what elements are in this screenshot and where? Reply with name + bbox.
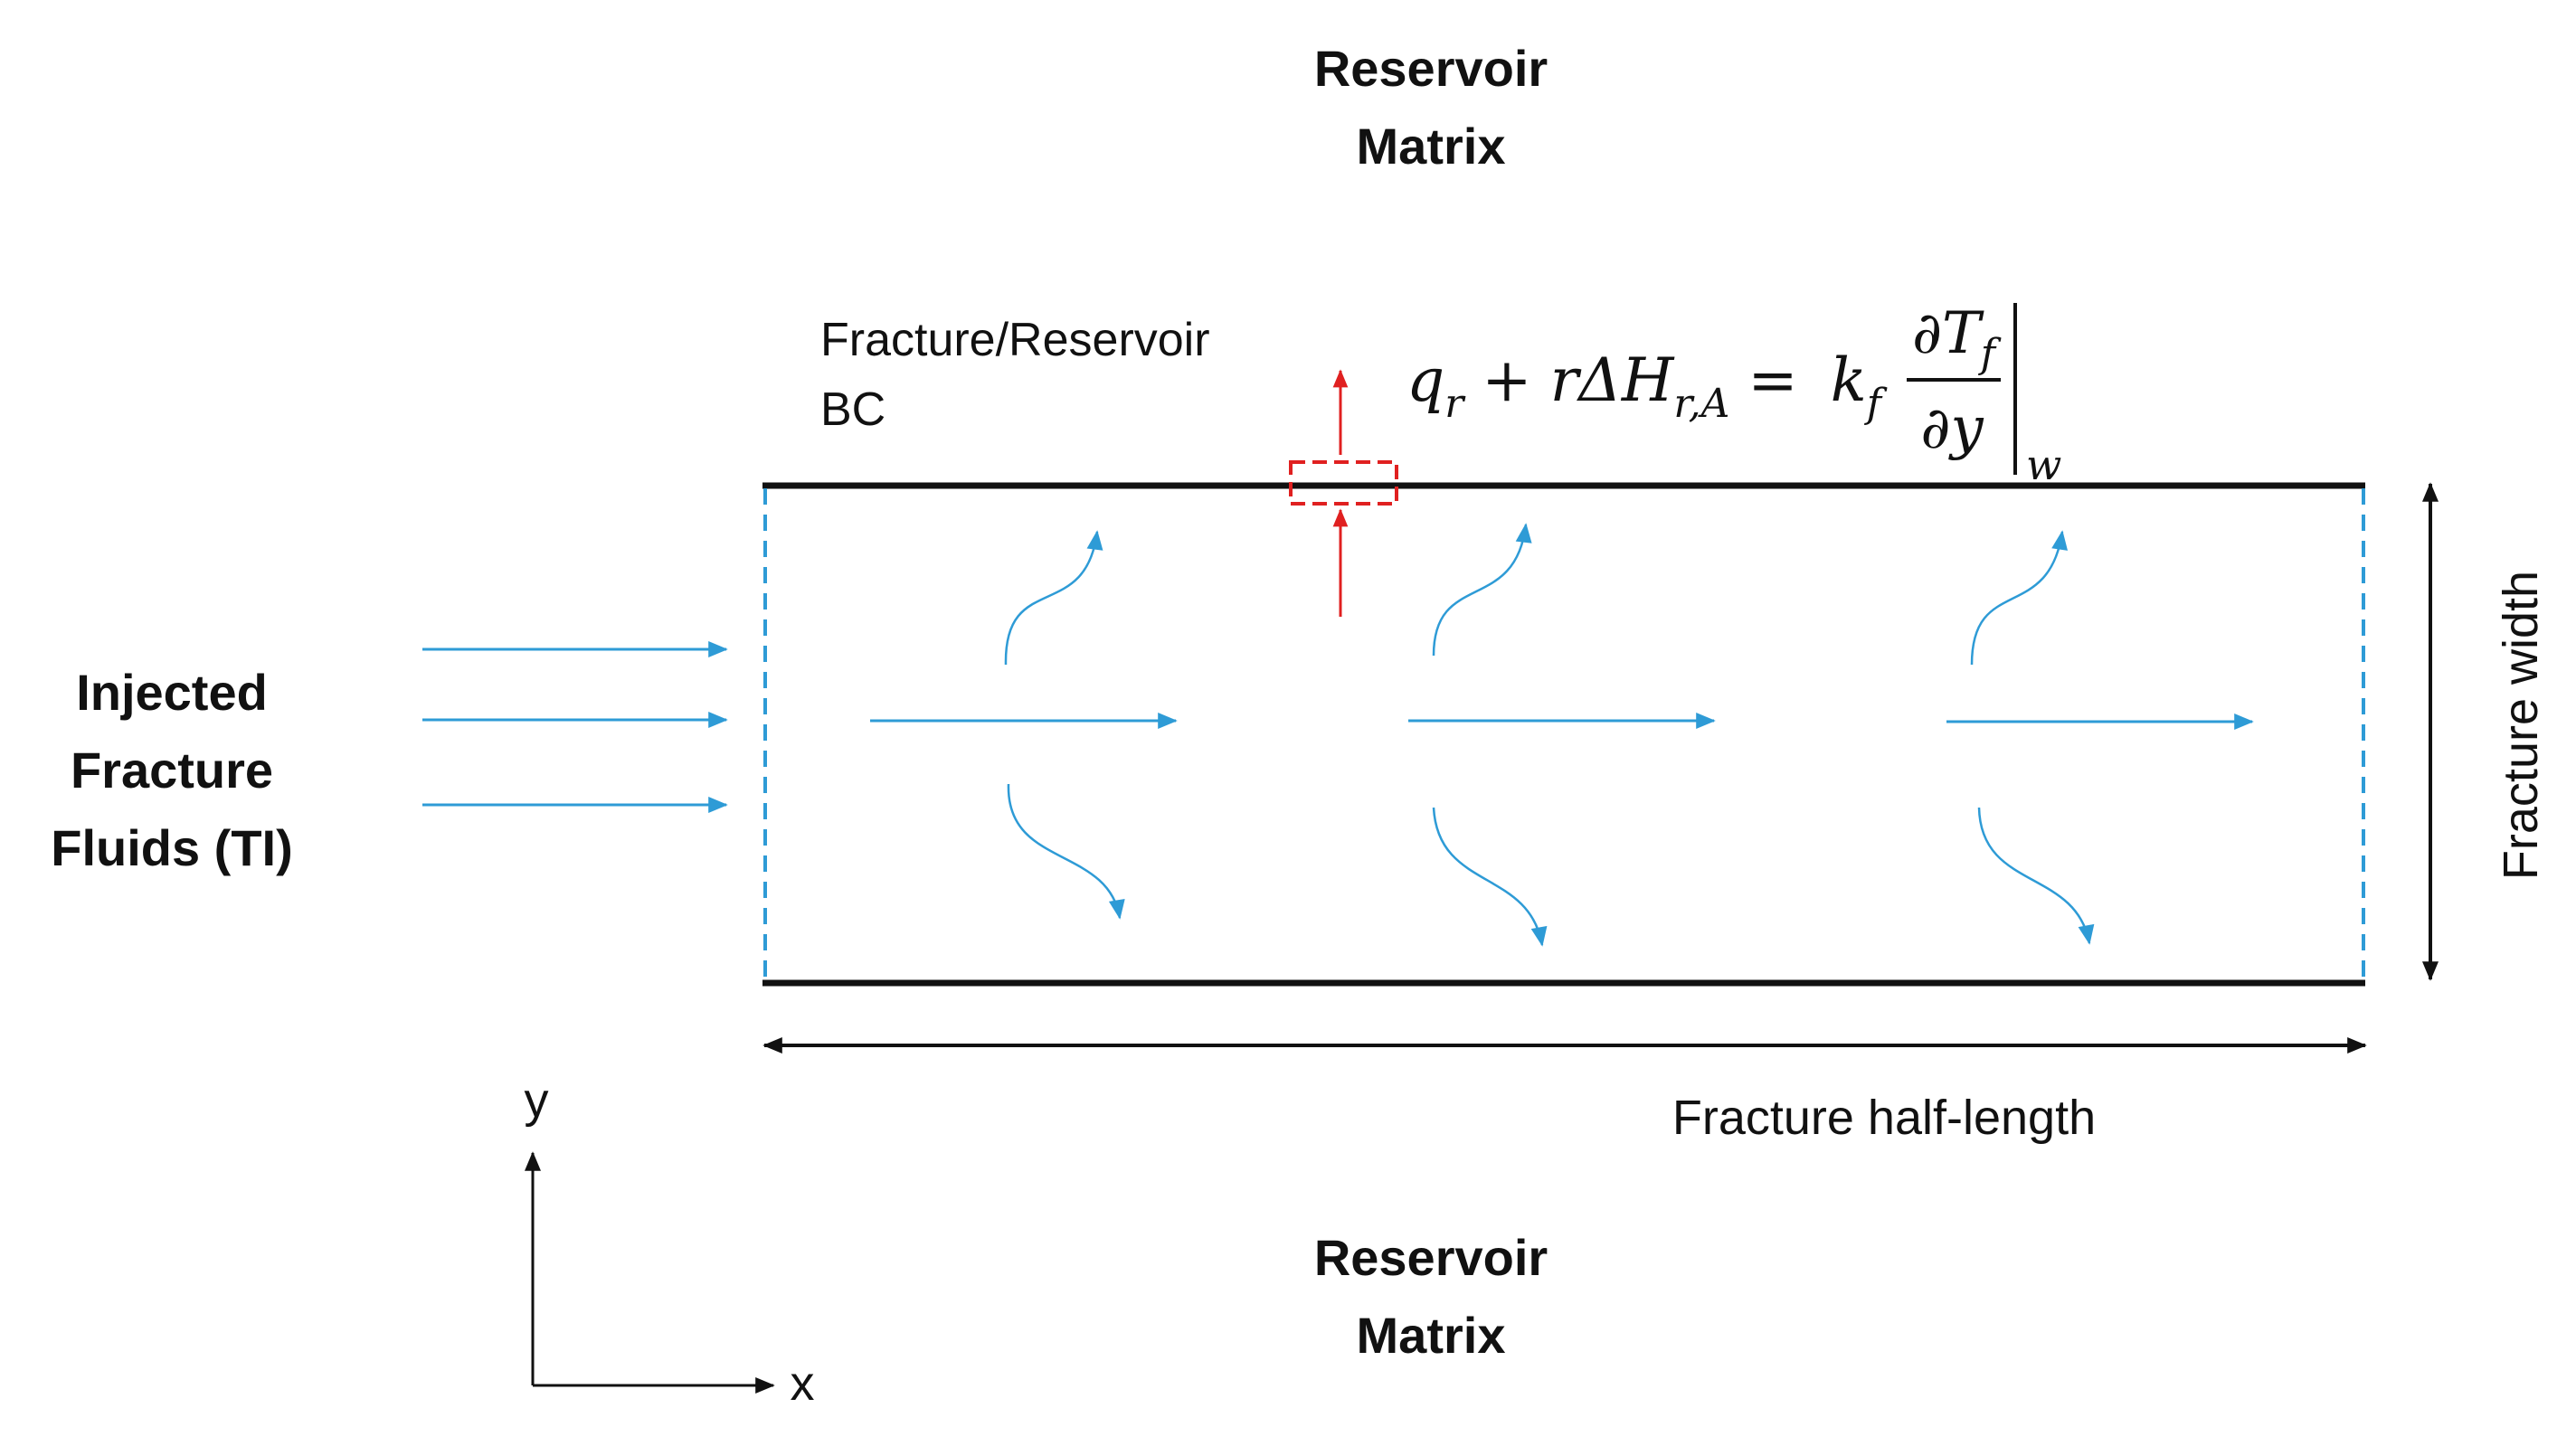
bottom-reservoir-label-line1: Reservoir — [1314, 1229, 1548, 1286]
leakoff-arrows-up — [1004, 523, 2069, 666]
bc-label-line1: Fracture/Reservoir — [820, 314, 1210, 366]
fracture-half-length-label: Fracture half-length — [1672, 1091, 2096, 1145]
eq-num-var: T — [1942, 300, 1984, 367]
boundary-condition-label: Fracture/Reservoir BC — [820, 314, 1210, 436]
control-volume-box — [1289, 460, 1398, 506]
eq-den-var: y — [1947, 395, 1984, 462]
fraction-denominator: ∂y — [1920, 395, 1984, 462]
eq-k-sub: f — [1864, 381, 1888, 427]
eq-plus: + — [1482, 345, 1531, 415]
fracture-width-label: Fracture width — [2494, 571, 2548, 880]
top-reservoir-label-line1: Reservoir — [1314, 40, 1548, 97]
injection-arrows — [422, 641, 728, 813]
y-axis-label: y — [525, 1073, 549, 1128]
coordinate-axes: y x — [525, 1073, 815, 1411]
injected-fluids-label: Injected Fracture Fluids (TI) — [51, 664, 293, 876]
axial-flow-arrows — [870, 713, 2254, 730]
bc-label-line2: BC — [820, 383, 886, 436]
injected-label-line2: Fracture — [71, 742, 273, 799]
equation-fraction: ∂Tf ∂y — [1907, 300, 2002, 462]
eq-eval-sub: w — [2026, 440, 2061, 489]
eq-den-partial: ∂ — [1920, 395, 1950, 462]
eq-r: r — [1550, 345, 1582, 415]
eq-q-sub: r — [1444, 381, 1466, 427]
injected-label-line1: Injected — [76, 664, 268, 721]
eq-num-sub: f — [1978, 331, 2002, 377]
bottom-reservoir-label-line2: Matrix — [1357, 1307, 1506, 1364]
leakoff-up-arrow-2 — [1432, 523, 1532, 657]
eq-delta-h: ΔH — [1576, 345, 1675, 415]
boundary-condition-equation: qr+rΔHr,A=kf ∂Tf ∂y w — [1406, 300, 2061, 489]
eq-k: k — [1831, 345, 1867, 415]
equation-lhs: qr+rΔHr,A=kf — [1406, 345, 1888, 427]
leakoff-up-arrow-3 — [1970, 530, 2069, 666]
injected-label-line3: Fluids (TI) — [51, 819, 293, 876]
eq-h-sub: r,A — [1673, 381, 1729, 427]
eq-num-partial: ∂ — [1912, 300, 1942, 367]
leakoff-down-arrow-3 — [1977, 807, 2095, 945]
leakoff-down-arrow-2 — [1432, 807, 1548, 947]
top-reservoir-label-line2: Matrix — [1357, 118, 1506, 175]
leakoff-up-arrow-1 — [1004, 530, 1103, 666]
top-reservoir-matrix-label: Reservoir Matrix — [1314, 40, 1548, 175]
eq-equals: = — [1747, 345, 1797, 415]
x-axis-label: x — [791, 1356, 815, 1411]
fraction-numerator: ∂Tf — [1912, 300, 2002, 377]
bottom-reservoir-matrix-label: Reservoir Matrix — [1314, 1229, 1548, 1364]
leakoff-arrows-down — [1007, 783, 2095, 947]
eq-q: q — [1406, 345, 1444, 415]
leakoff-down-arrow-1 — [1007, 783, 1125, 920]
